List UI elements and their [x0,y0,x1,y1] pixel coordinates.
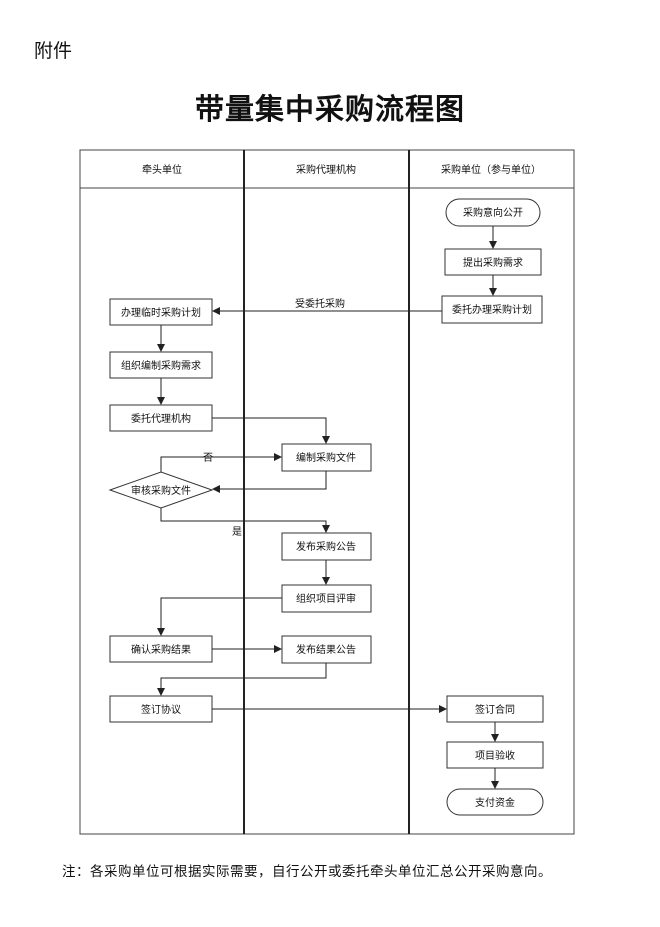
node-organize-review: 组织项目评审 [281,584,372,613]
node-intent-public-label: 采购意向公开 [463,206,523,219]
lane-header-agency: 采购代理机构 [296,163,356,176]
node-review-docs: 审核采购文件 [108,471,214,509]
node-publish-result: 发布结果公告 [281,635,372,664]
node-publish-notice-label: 发布采购公告 [296,540,356,553]
node-compile-docs-label: 编制采购文件 [296,451,356,464]
lane-header-purchasing-unit: 采购单位（参与单位） [441,163,541,176]
node-sign-contract-label: 签订合同 [475,703,515,716]
node-organize-need: 组织编制采购需求 [109,351,213,379]
node-entrust-agency-label: 委托代理机构 [131,412,191,425]
attachment-label: 附件 [34,40,73,62]
node-pay-funds: 支付资金 [446,788,544,816]
node-acceptance: 项目验收 [446,741,544,769]
edge-publish-result-to-agreement [157,663,327,696]
node-acceptance-label: 项目验收 [475,749,515,762]
node-confirm-result: 确认采购结果 [109,635,213,663]
flow-edges [157,226,499,789]
node-organize-review-label: 组织项目评审 [296,592,356,605]
footer-note: 注：各采购单位可根据实际需要，自行公开或委托牵头单位汇总公开采购意向。 [62,864,552,880]
edge-review-no-to-compile [160,453,282,472]
node-publish-notice: 发布采购公告 [281,532,372,561]
node-submit-need-label: 提出采购需求 [463,256,523,269]
page-title: 带量集中采购流程图 [194,92,465,126]
edge-label-entrusted: 受委托采购 [295,297,345,310]
node-submit-need: 提出采购需求 [444,248,542,276]
node-delegate-plan-label: 委托办理采购计划 [452,303,532,316]
node-sign-agreement: 签订协议 [109,695,213,723]
node-temp-plan-label: 办理临时采购计划 [121,306,201,319]
node-temp-plan: 办理临时采购计划 [109,298,213,326]
edge-entrust-to-compile [212,417,330,444]
lane-header-lead-unit: 牵头单位 [142,163,182,176]
node-sign-agreement-label: 签订协议 [141,703,181,716]
edge-review-yes-to-publish [160,508,330,533]
node-review-docs-label: 审核采购文件 [131,484,191,497]
node-intent-public: 采购意向公开 [445,198,541,227]
edge-compile-to-review [212,471,327,493]
edge-label-no: 否 [203,452,213,464]
node-sign-contract: 签订合同 [446,695,544,723]
swimlane-frame [79,149,575,835]
node-delegate-plan: 委托办理采购计划 [441,295,543,324]
node-organize-need-label: 组织编制采购需求 [121,359,201,372]
node-entrust-agency: 委托代理机构 [109,404,213,432]
node-pay-funds-label: 支付资金 [475,796,515,809]
node-confirm-result-label: 确认采购结果 [131,643,191,656]
node-publish-result-label: 发布结果公告 [296,643,356,656]
node-compile-docs: 编制采购文件 [281,443,372,472]
edge-review-to-confirm [157,597,282,636]
edge-label-yes: 是 [232,526,242,538]
